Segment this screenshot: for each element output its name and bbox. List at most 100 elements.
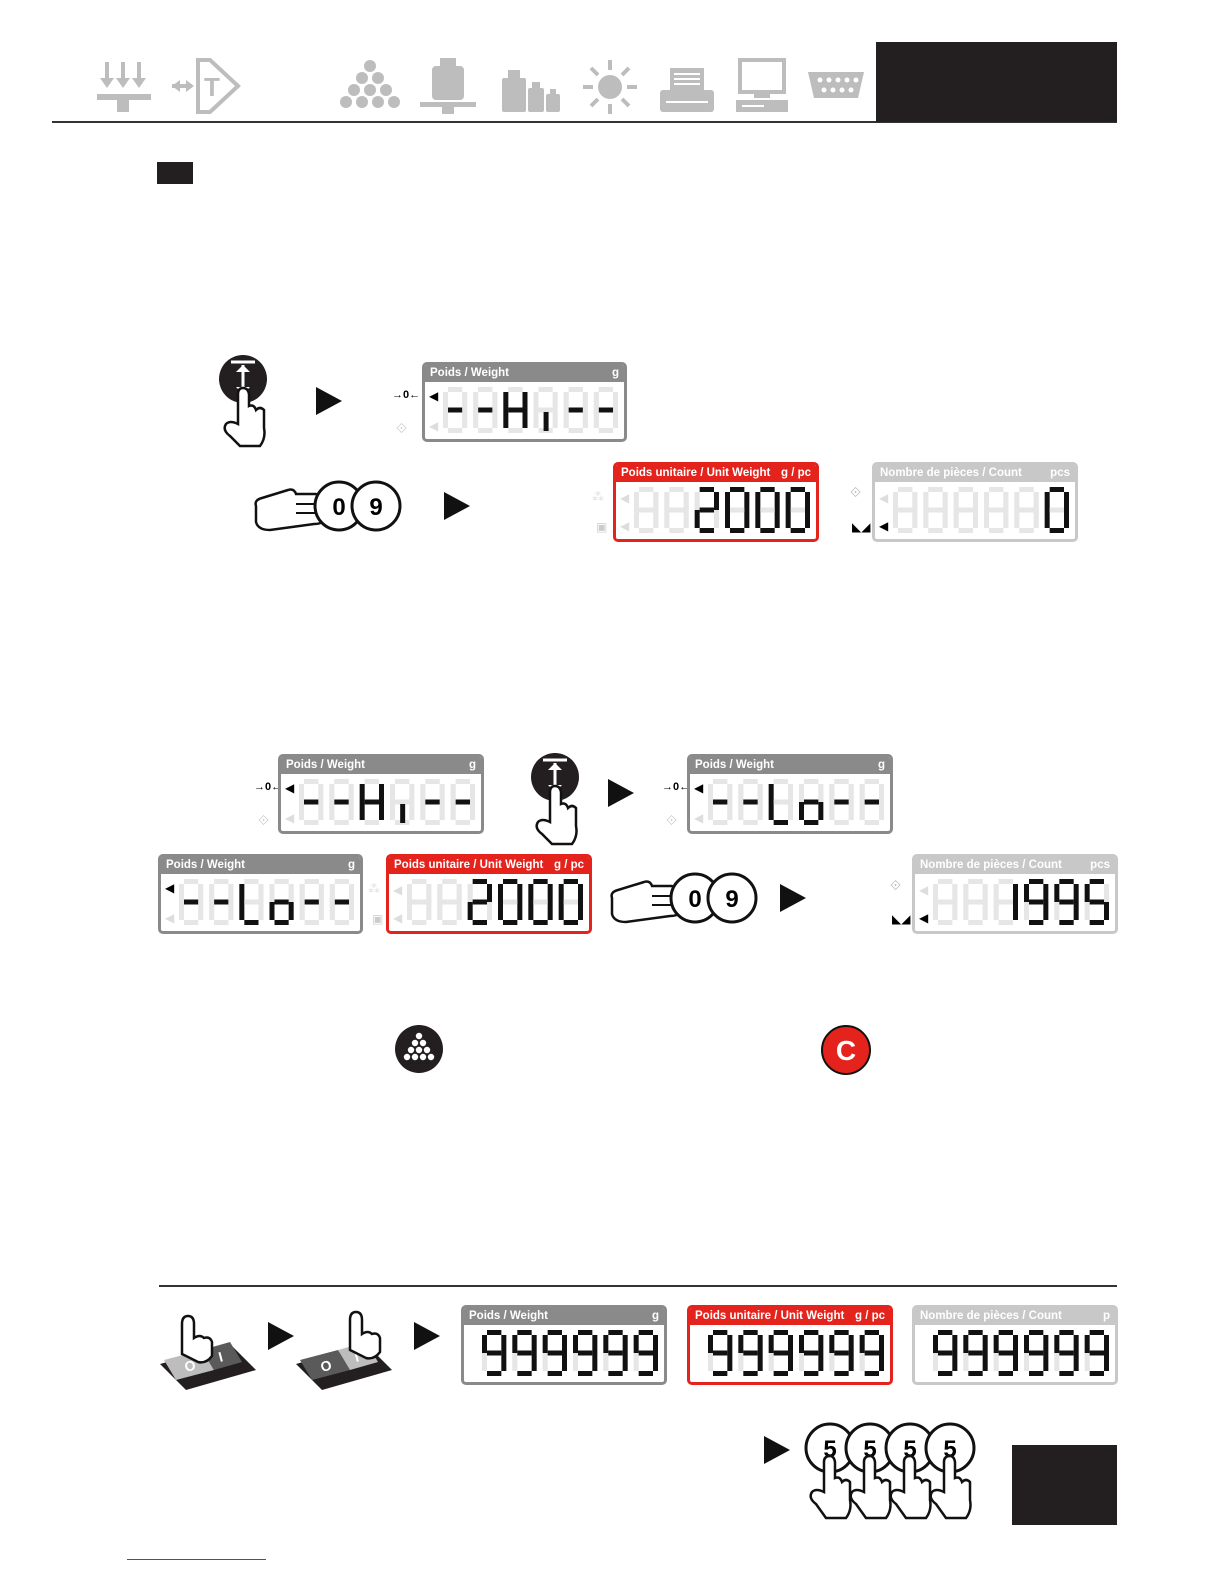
lcd-segment xyxy=(634,510,639,528)
step-arrow xyxy=(414,1322,440,1350)
tare-key-press[interactable] xyxy=(216,354,272,450)
lcd-segment xyxy=(209,902,215,920)
digit-5-key-presses[interactable]: 5 5 5 5 xyxy=(804,1422,984,1524)
lcd-segment xyxy=(773,1371,788,1376)
lcd-segment xyxy=(699,507,714,513)
weights-icon xyxy=(502,70,560,112)
lcd-segment xyxy=(634,492,639,510)
numeric-key-press[interactable]: 0 9 xyxy=(250,476,410,538)
lcd-segment xyxy=(834,1330,849,1335)
lcd-segment xyxy=(498,902,503,920)
lcd-segment xyxy=(738,802,744,820)
lcd-segment xyxy=(318,784,324,802)
lcd-segment xyxy=(968,1330,983,1335)
lcd-segment xyxy=(1024,1353,1029,1371)
tare-indicator-icon: ⟐ xyxy=(258,812,270,828)
lcd-segment xyxy=(508,387,523,392)
lcd-segment xyxy=(349,902,354,920)
lcd-segment xyxy=(938,920,953,925)
lcd-segment xyxy=(613,410,618,428)
lcd-segment xyxy=(653,1353,658,1371)
lcd-segment xyxy=(730,487,745,492)
power-switch-press-on[interactable]: O I xyxy=(156,1306,260,1390)
lcd-segment xyxy=(547,902,553,920)
lcd-segment xyxy=(334,899,349,905)
lcd-segment xyxy=(829,1335,835,1353)
lcd-segment xyxy=(998,879,1013,884)
lcd-segment xyxy=(407,884,412,902)
step-arrow xyxy=(268,1322,294,1350)
lcd-segment xyxy=(1024,884,1029,902)
lcd-segment xyxy=(568,407,583,413)
seg-text xyxy=(708,779,884,825)
indicator-arrow-icon: ◀ xyxy=(393,911,403,925)
lcd-segment xyxy=(299,884,305,902)
clear-key-icon[interactable]: C xyxy=(820,1024,872,1076)
lcd-segment xyxy=(1064,492,1069,510)
lcd-segment xyxy=(304,899,319,905)
lcd-segment xyxy=(244,899,259,905)
lcd-segment xyxy=(456,902,462,920)
lcd-segment xyxy=(1059,1330,1074,1335)
lcd-segment xyxy=(522,410,528,428)
lcd-segment xyxy=(984,492,989,510)
lcd-segment xyxy=(923,492,929,510)
lcd-segment xyxy=(334,920,349,925)
lcd-segment xyxy=(713,1330,728,1335)
tare-indicator-icon: ⟐ xyxy=(850,484,862,500)
lcd-segment xyxy=(639,487,654,492)
lcd-segment xyxy=(426,902,432,920)
indicator-arrow-icon: ◀ xyxy=(285,811,295,825)
lcd-segment xyxy=(334,779,349,784)
lcd-segment xyxy=(412,920,427,925)
lcd-segment xyxy=(512,1335,518,1353)
lcd-segment xyxy=(757,784,763,802)
footer-link-underline[interactable] xyxy=(127,1559,266,1560)
lcd-segment xyxy=(727,784,733,802)
lcd-segment xyxy=(1029,879,1044,884)
lcd-segment xyxy=(437,902,443,920)
lcd-segment xyxy=(785,492,791,510)
seg-text xyxy=(179,879,354,925)
lcd-segment xyxy=(1089,899,1104,905)
lcd-segment xyxy=(938,1330,953,1335)
power-switch-press-off[interactable]: O I xyxy=(292,1306,396,1390)
lcd-segment xyxy=(834,779,849,784)
lcd-segment xyxy=(760,507,775,513)
numeric-key-press[interactable]: 0 9 xyxy=(606,868,766,930)
lcd-segment xyxy=(1013,1353,1018,1371)
lcd-segment xyxy=(968,920,983,925)
lcd-segment xyxy=(834,1371,849,1376)
lcd-segment xyxy=(664,492,670,510)
lcd-segment xyxy=(622,1335,628,1353)
tare-key-press[interactable] xyxy=(528,752,584,848)
seg-text xyxy=(299,779,475,825)
lcd-segment xyxy=(364,779,379,784)
lcd-segment xyxy=(334,879,349,884)
lcd-segment xyxy=(743,820,758,825)
lcd-segment xyxy=(653,1335,658,1353)
lcd-segment xyxy=(829,1353,835,1371)
lcd-segment xyxy=(608,1371,623,1376)
lcd-segment xyxy=(517,1371,532,1376)
lcd-segment xyxy=(848,802,854,820)
lcd-segment xyxy=(1029,1371,1044,1376)
lcd-segment xyxy=(713,779,728,784)
lcd-segment xyxy=(598,387,613,392)
lcd-segment xyxy=(799,1353,804,1371)
count-key-icon[interactable] xyxy=(394,1024,444,1074)
lcd-segment xyxy=(725,510,730,528)
lcd-segment xyxy=(304,820,319,825)
lcd-segment xyxy=(804,779,819,784)
lcd-segment xyxy=(542,1335,548,1353)
lcd-segment xyxy=(533,392,539,410)
indicator-arrow-icon: ◀ xyxy=(694,781,704,795)
indicator-arrow-icon: ◀ xyxy=(620,491,630,505)
lcd-segment xyxy=(448,407,463,413)
lcd-segment xyxy=(299,902,305,920)
lcd-segment xyxy=(755,510,761,528)
lcd-segment xyxy=(390,784,395,802)
step-arrow xyxy=(780,884,806,912)
lcd-segment xyxy=(898,528,913,533)
lcd-segment xyxy=(1019,528,1034,533)
